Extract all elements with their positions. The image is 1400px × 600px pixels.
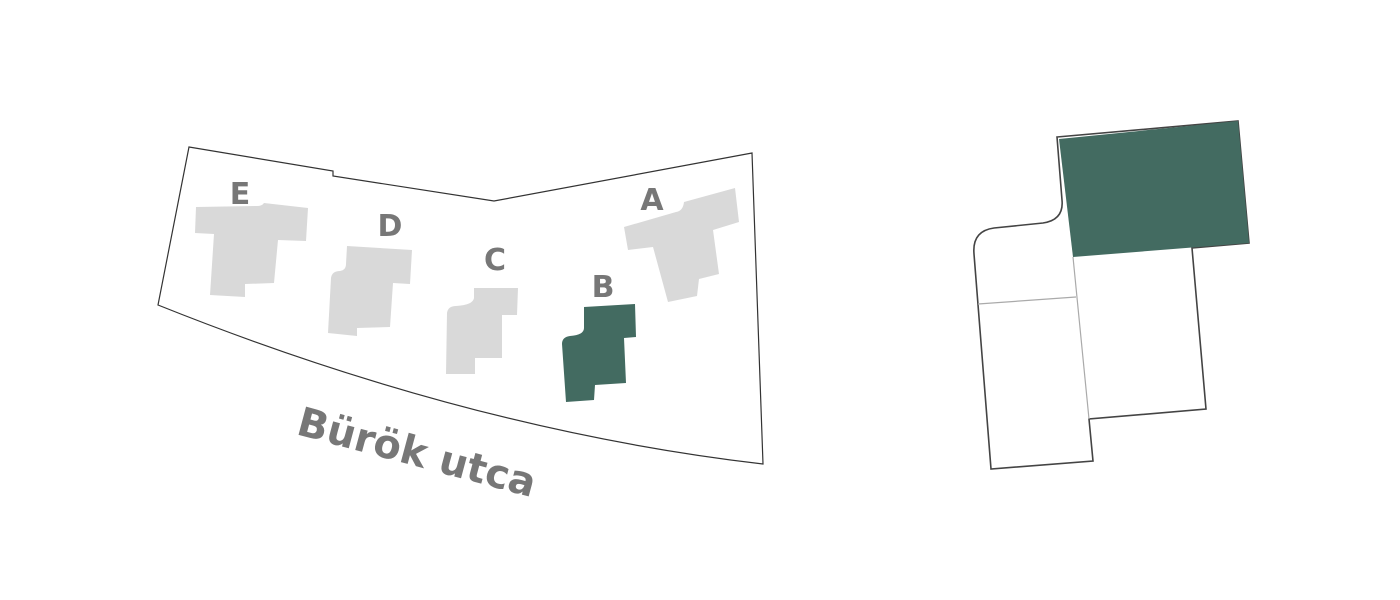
building-label-d: D bbox=[378, 209, 403, 244]
building-label-e: E bbox=[230, 177, 251, 212]
building-label-c: C bbox=[484, 243, 506, 278]
floor-plan bbox=[973, 120, 1250, 470]
site-boundary bbox=[157, 146, 764, 465]
building-b[interactable] bbox=[562, 304, 636, 402]
building-label-b: B bbox=[592, 270, 615, 305]
unit-divider bbox=[1072, 256, 1090, 420]
building-a[interactable] bbox=[624, 188, 739, 302]
building-label-a: A bbox=[640, 183, 664, 218]
building-e[interactable] bbox=[195, 203, 308, 297]
selected-unit[interactable] bbox=[1059, 121, 1249, 257]
unit-divider bbox=[977, 296, 1077, 305]
building-d[interactable] bbox=[328, 246, 412, 336]
building-c[interactable] bbox=[446, 288, 518, 374]
